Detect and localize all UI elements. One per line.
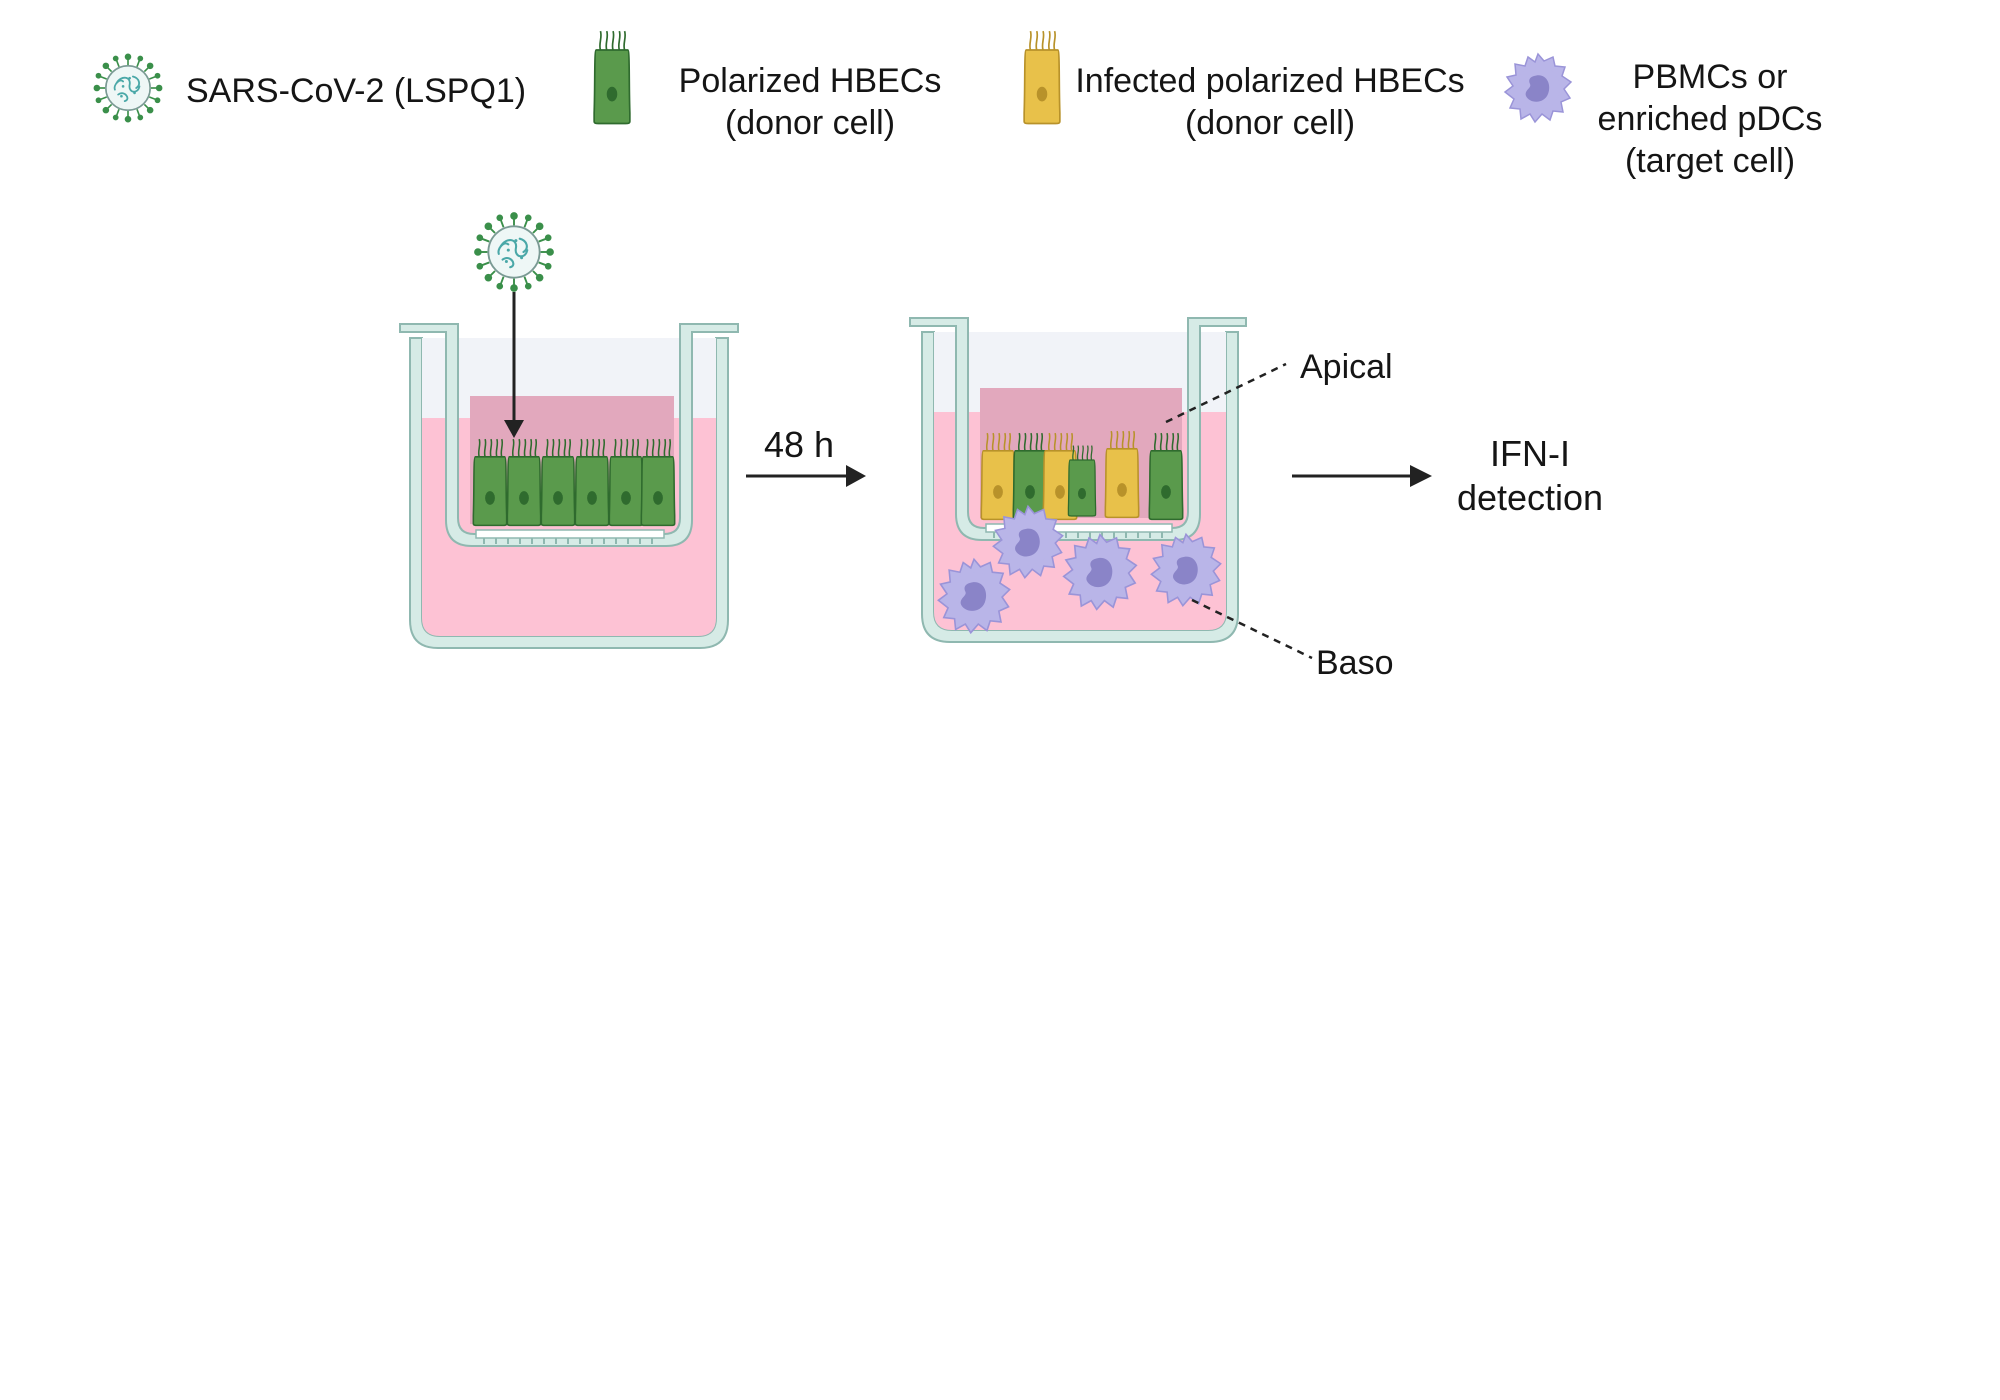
apical-leader-line: [1165, 362, 1287, 424]
legend-target-line-1: PBMCs or: [1632, 58, 1788, 96]
legend-polarized-label: Polarized HBECs (donor cell): [650, 60, 970, 144]
hbec-cell: [1148, 432, 1184, 521]
hbec-cell: [472, 438, 508, 527]
hbec-cell: [1012, 432, 1048, 521]
infected-hbec-cell: [980, 432, 1016, 521]
legend-polarized-hbec-icon: [593, 30, 631, 125]
baso-label: Baso: [1316, 644, 1394, 682]
readout-line-1: IFN-I: [1490, 433, 1570, 474]
time-arrow-head: [846, 465, 866, 487]
incubation-time-label: 48 h: [764, 424, 835, 465]
inoculation-arrow-head: [504, 420, 524, 438]
baso-leader-line: [1191, 598, 1313, 660]
legend-target-line-3: (target cell): [1624, 142, 1796, 180]
hbec-cell: [608, 438, 644, 527]
readout-label: IFN-I detection: [1420, 432, 1640, 520]
legend-polarized-line-1: Polarized HBECs: [678, 62, 942, 100]
hbec-cell: [506, 438, 542, 527]
hbec-cell: [640, 438, 676, 527]
legend-virus-label: SARS-CoV-2 (LSPQ1): [186, 72, 527, 110]
legend-infected-label: Infected polarized HBECs (donor cell): [1060, 60, 1480, 144]
hbec-cell: [1067, 444, 1097, 517]
legend-infected-line-1: Infected polarized HBECs: [1075, 62, 1465, 100]
hbec-cell: [540, 438, 576, 527]
virus-inoculum-icon: [473, 211, 555, 293]
infected-hbec-cell: [1104, 430, 1140, 519]
legend-virus-icon: [92, 52, 164, 124]
legend-infected-hbec-icon: [1023, 30, 1061, 125]
transwell-uninfected: [399, 323, 739, 649]
apical-label: Apical: [1300, 348, 1393, 386]
legend-target-line-2: enriched pDCs: [1597, 100, 1823, 138]
hbec-cell: [574, 438, 610, 527]
readout-arrow-head: [1410, 465, 1432, 487]
legend-target-label: PBMCs or enriched pDCs (target cell): [1560, 56, 1860, 182]
readout-line-2: detection: [1456, 477, 1604, 518]
legend-infected-line-2: (donor cell): [1184, 104, 1356, 142]
transwell-infected-coculture: [909, 317, 1247, 643]
legend-polarized-line-2: (donor cell): [724, 104, 896, 142]
